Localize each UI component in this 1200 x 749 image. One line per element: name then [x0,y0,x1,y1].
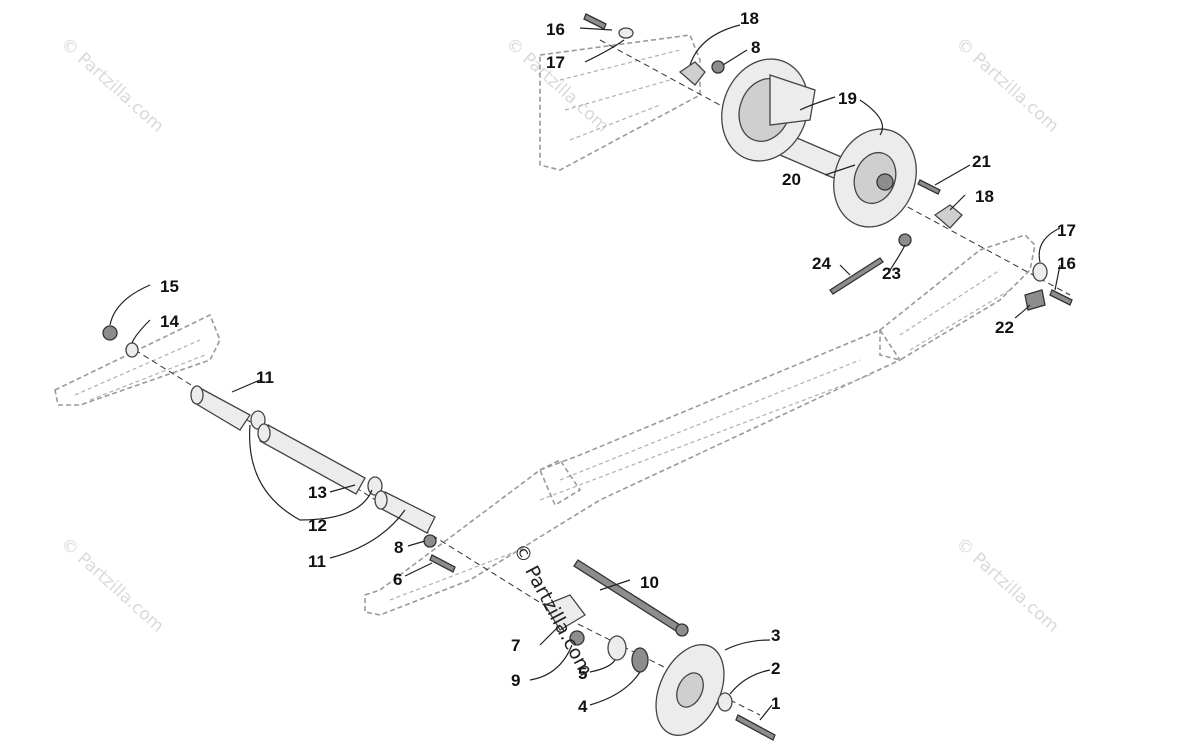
watermark-bottom-right: © Partzilla.com [952,534,1063,637]
bolt-6 [429,554,456,573]
watermark-center: © Partzilla.com [509,540,597,680]
nut-8-lower [423,534,437,548]
callout-17-top: 17 [546,53,565,72]
callout-16-top: 16 [546,20,565,39]
callout-21: 21 [972,152,991,171]
callout-8-lower: 8 [394,538,403,557]
watermark-bottom-left: © Partzilla.com [57,534,168,637]
callout-labels: 16 17 18 8 19 20 21 18 17 16 24 23 22 15… [160,9,1076,716]
callout-19: 19 [838,89,857,108]
right-rail-section [879,234,1036,361]
callout-20: 20 [782,170,801,189]
callout-5: 5 [578,664,587,683]
washer-14 [125,342,139,358]
callout-18-right: 18 [975,187,994,206]
callout-10: 10 [640,573,659,592]
callout-1: 1 [771,694,780,713]
callout-15: 15 [160,277,179,296]
callout-13: 13 [308,483,327,502]
callout-16-right: 16 [1057,254,1076,273]
left-rail-section [54,313,221,406]
bolt-16-right [1049,289,1073,306]
callout-8-top: 8 [751,38,760,57]
bracket-18-top [678,61,706,86]
upper-rail-section [539,34,701,171]
upper-idler-assembly [583,13,1073,311]
watermark-top-right: © Partzilla.com [952,34,1063,137]
callout-23: 23 [882,264,901,283]
callout-11-bottom: 11 [308,552,326,571]
watermark-tiles: © Partzilla.com © Partzilla.com © Partzi… [57,34,1063,637]
callout-17-right: 17 [1057,221,1076,240]
callout-22: 22 [995,318,1014,337]
callout-4: 4 [578,697,588,716]
assembly-axis-lines [134,39,1071,716]
callout-7: 7 [511,636,520,655]
callout-12: 12 [308,516,327,535]
bolt-21 [917,179,941,195]
crossshaft-tube-assembly [102,325,456,573]
callout-6: 6 [393,570,402,589]
watermark-top-mid: © Partzilla.com [502,34,613,137]
washer-17-right [1032,262,1048,282]
bearing-4 [631,647,649,673]
bolt-24 [829,257,884,295]
bolt-1 [735,714,776,741]
callout-2: 2 [771,659,780,678]
watermark-top-left: © Partzilla.com [57,34,168,137]
lower-wheel-assembly [544,559,776,741]
main-slide-rail [364,329,902,616]
long-bolt-10 [573,559,681,632]
washer-2 [717,692,733,712]
washer-17-top [618,27,634,39]
nut-23 [898,233,912,247]
nut-9 [569,630,585,646]
nut-8-top [711,60,725,74]
callout-3: 3 [771,626,780,645]
bolt-16-top [583,13,607,30]
leader-lines [109,24,1061,721]
callout-11-top: 11 [256,368,274,387]
callout-24: 24 [812,254,831,273]
callout-9: 9 [511,671,520,690]
callout-18-top: 18 [740,9,759,28]
bracket-18-right [933,204,963,229]
ring-5 [607,635,627,661]
nut-15 [102,325,118,341]
bracket-7 [544,594,586,631]
callout-14: 14 [160,312,179,331]
